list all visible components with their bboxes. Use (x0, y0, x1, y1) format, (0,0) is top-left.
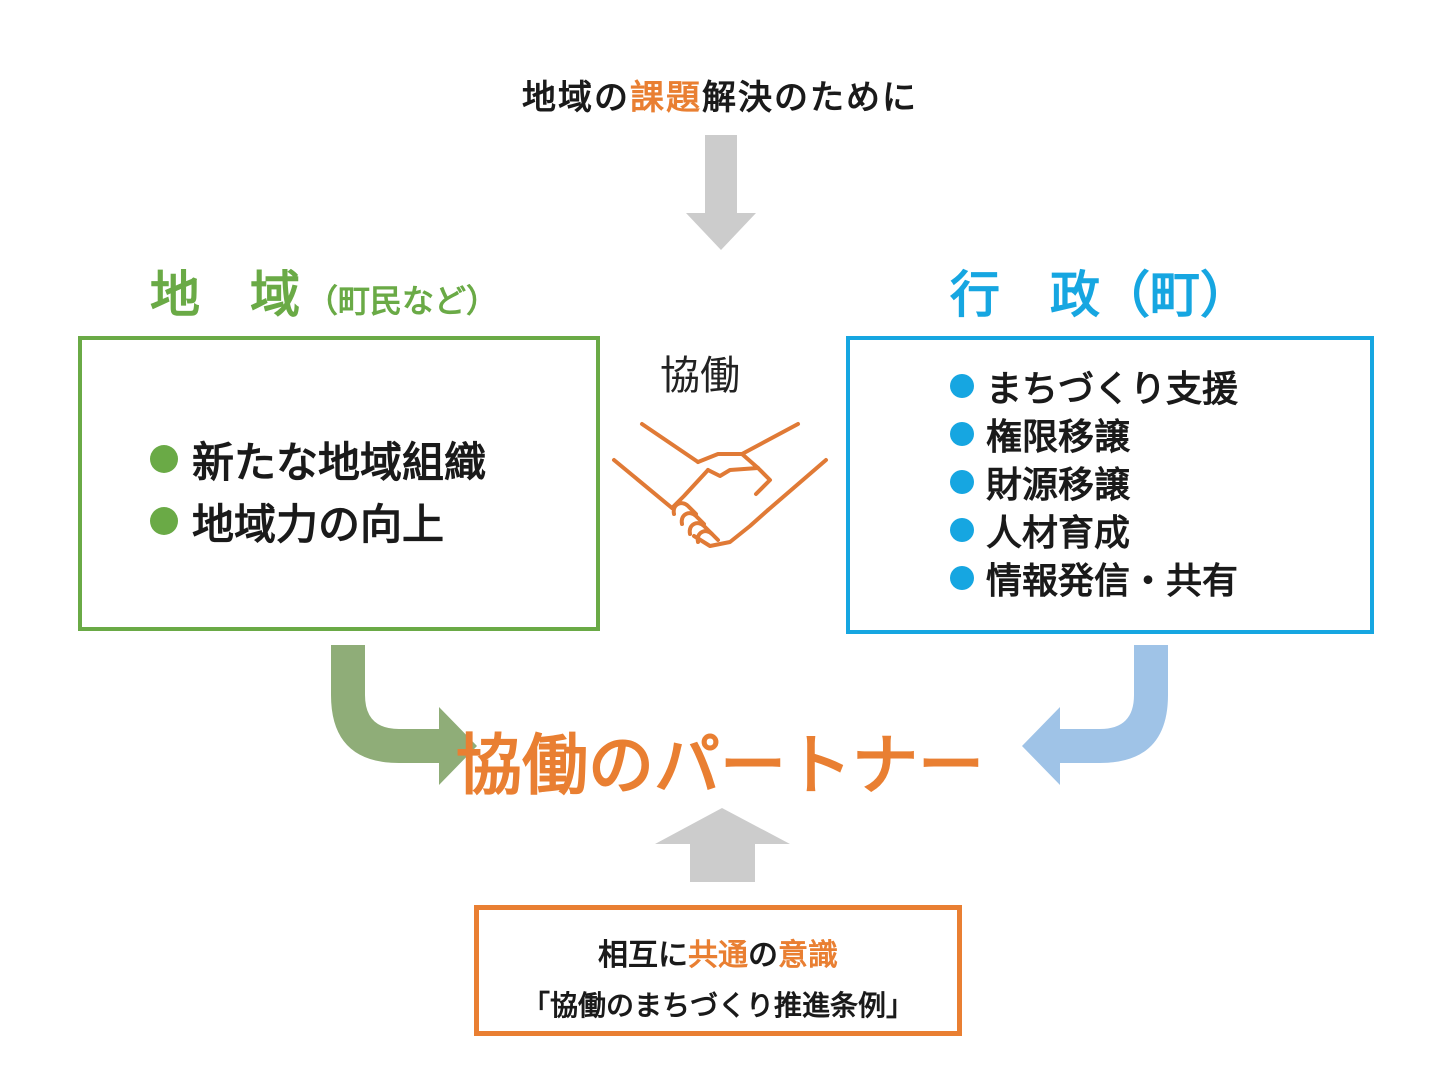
list-item-label: 情報発信・共有 (986, 561, 1239, 602)
community-list: 新たな地域組織 地域力の向上 (150, 428, 486, 552)
shared-awareness-highlight2: 意識 (778, 938, 838, 973)
shared-awareness-line: 相互に共通の意識 (479, 930, 957, 974)
list-item-label: 財源移譲 (986, 465, 1131, 506)
up-arrow-icon (655, 808, 790, 882)
bullet-dot-icon (950, 422, 974, 446)
community-heading-title: 地 域 (150, 266, 300, 324)
list-item: 情報発信・共有 (950, 554, 1238, 602)
government-heading: 行 政（町） (950, 266, 1250, 324)
list-item: まちづくり支援 (950, 362, 1238, 410)
shared-awareness-mid: の (748, 938, 778, 973)
bullet-dot-icon (150, 507, 178, 535)
bullet-dot-icon (150, 445, 178, 473)
list-item-label: 新たな地域組織 (192, 437, 487, 487)
government-box (846, 336, 1374, 634)
handshake-icon (612, 422, 828, 548)
list-item: 財源移譲 (950, 458, 1238, 506)
green-arrow-icon (331, 645, 477, 785)
ordinance-name: 「協働のまちづくり推進条例」 (521, 989, 914, 1022)
blue-arrow-icon (1022, 645, 1168, 785)
top-heading-suffix: 解決のために (702, 78, 918, 118)
list-item: 新たな地域組織 (150, 428, 486, 490)
shared-awareness-prefix: 相互に (598, 938, 688, 973)
bullet-dot-icon (950, 566, 974, 590)
community-heading: 地 域（町民など） (150, 255, 498, 327)
list-item: 人材育成 (950, 506, 1238, 554)
shared-awareness-highlight1: 共通 (688, 938, 748, 973)
partner-title: 協働のパートナー (456, 727, 984, 804)
down-arrow-icon (686, 135, 756, 250)
list-item-label: まちづくり支援 (986, 369, 1239, 410)
list-item-label: 権限移譲 (986, 417, 1131, 458)
ordinance-box: 相互に共通の意識 「協働のまちづくり推進条例」 (474, 905, 962, 1036)
community-heading-sub: （町民など） (306, 282, 499, 320)
government-list: まちづくり支援 権限移譲 財源移譲 人材育成 情報発信・共有 (950, 362, 1238, 602)
top-heading-prefix: 地域の (522, 78, 630, 118)
bullet-dot-icon (950, 470, 974, 494)
bullet-dot-icon (950, 374, 974, 398)
top-heading-highlight: 課題 (630, 78, 702, 118)
bullet-dot-icon (950, 518, 974, 542)
list-item: 地域力の向上 (150, 490, 486, 552)
top-heading: 地域の課題解決のために (0, 70, 1440, 119)
list-item-label: 人材育成 (986, 513, 1131, 554)
list-item-label: 地域力の向上 (192, 499, 445, 549)
community-box (78, 336, 600, 631)
collaboration-label: 協働 (660, 353, 740, 399)
list-item: 権限移譲 (950, 410, 1238, 458)
